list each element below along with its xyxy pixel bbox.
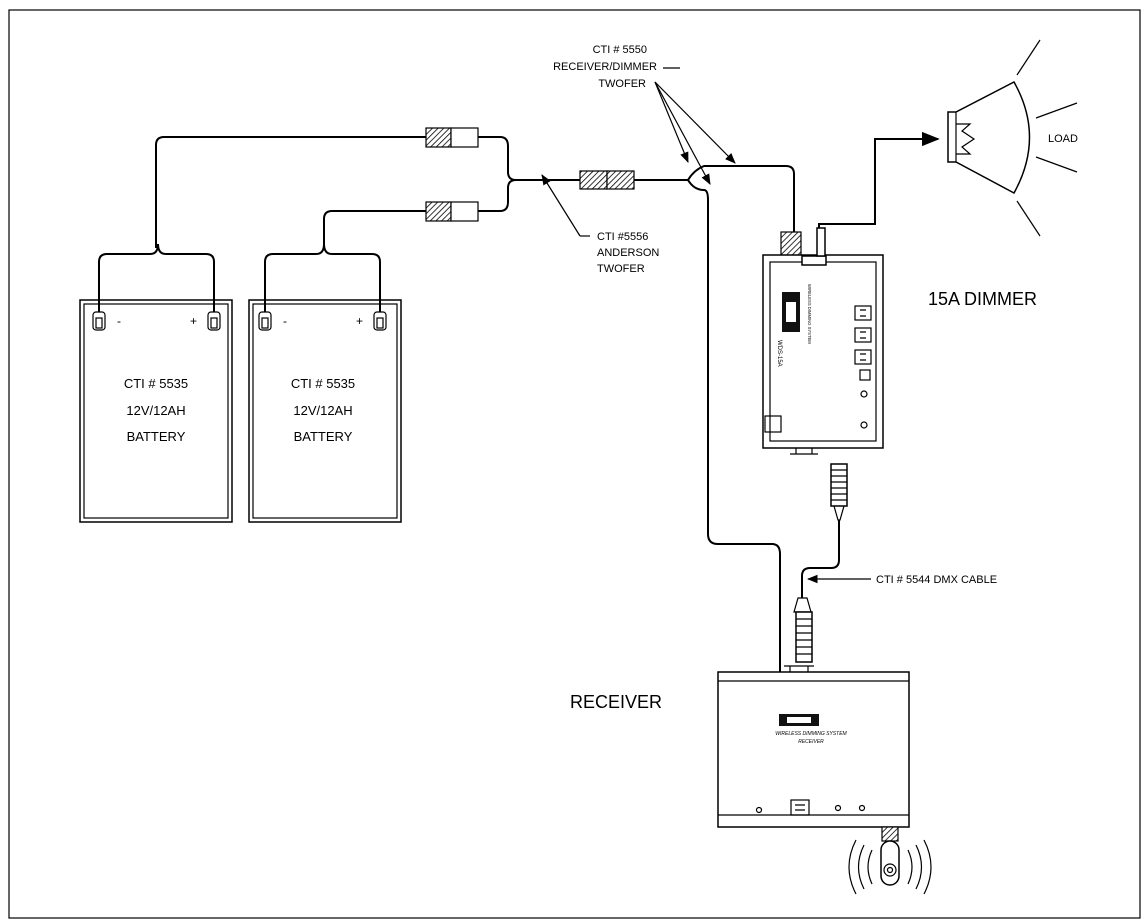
twofer-5550-line2: RECEIVER/DIMMER [553,61,657,73]
receiver-model-text: RECEIVER [798,739,824,745]
battery-1-neg-label: - [117,314,121,328]
lamp-load: LOAD [947,39,1078,237]
twofer-5550-callout: CTI # 5550 RECEIVER/DIMMER TWOFER [553,44,736,185]
battery-1-type: BATTERY [127,429,186,444]
battery-2-type: BATTERY [294,429,353,444]
battery-1-rating: 12V/12AH [126,403,185,418]
load-wire [818,131,940,228]
battery-1: - + CTI # 5535 12V/12AH BATTERY [79,299,233,523]
twofer-5550-line1: CTI # 5550 [593,44,647,56]
receiver-unit: WIRELESS DIMMING SYSTEM RECEIVER [717,665,932,895]
battery-1-pos-label: + [190,314,197,328]
battery-2-rating: 12V/12AH [293,403,352,418]
battery-2-pos-label: + [356,314,363,328]
twofer-5556-line2: ANDERSON [597,247,659,259]
battery-2-model: CTI # 5535 [291,376,355,391]
load-label: LOAD [1048,133,1078,145]
receiver-system-text: WIRELESS DIMMING SYSTEM [775,731,847,737]
dimmer-unit: WDS-15A WIRELESS DIMMING SYSTEM [762,227,884,455]
battery-1-model: CTI # 5535 [124,376,188,391]
dimmer-title: 15A DIMMER [928,289,1037,309]
dmx-cable-label: CTI # 5544 DMX CABLE [876,574,997,586]
dimmer-model-text: WDS-15A [776,340,782,367]
twofer-5556-callout: CTI #5556 ANDERSON TWOFER [541,174,659,275]
receiver-title: RECEIVER [570,692,662,712]
dimmer-system-text: WIRELESS DIMMING SYSTEM [807,284,812,344]
twofer-5550-line3: TWOFER [598,78,646,90]
twofer-5556-line3: TWOFER [597,263,645,275]
dimmer-dmx-socket [764,415,782,433]
dmx-cable: CTI # 5544 DMX CABLE [793,463,997,663]
battery-2-neg-label: - [283,314,287,328]
battery-2: - + CTI # 5535 12V/12AH BATTERY [248,299,402,523]
battery-wiring [98,127,795,678]
outer-frame [8,9,1141,919]
twofer-5556-line1: CTI #5556 [597,231,648,243]
